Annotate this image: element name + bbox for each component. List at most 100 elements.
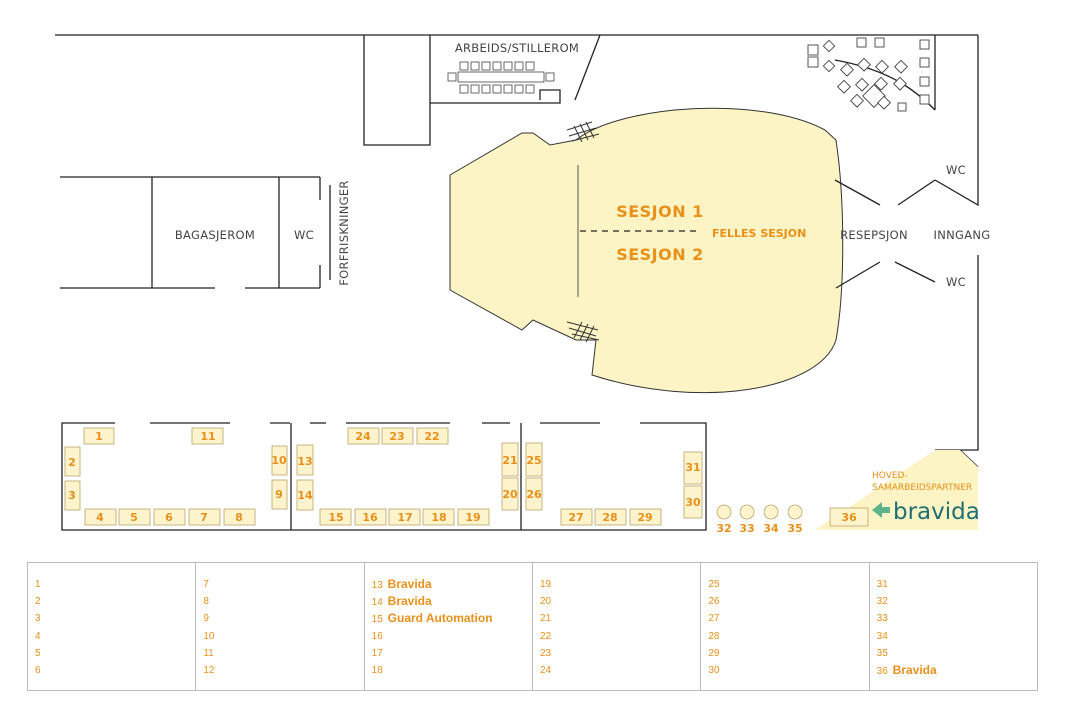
- stairs-top: [566, 121, 600, 143]
- legend-row[interactable]: 35: [877, 645, 1037, 662]
- legend-row[interactable]: 33: [877, 610, 1037, 627]
- stand-32[interactable]: 32: [716, 522, 731, 535]
- legend-stand-number: 28: [708, 630, 720, 642]
- stand-24[interactable]: 24: [355, 430, 371, 443]
- stand-4[interactable]: 4: [96, 511, 104, 524]
- stand-23[interactable]: 23: [389, 430, 404, 443]
- left-rooms: [60, 176, 331, 289]
- label-arbeids: ARBEIDS/STILLEROM: [455, 41, 579, 55]
- legend-stand-number: 8: [203, 596, 209, 608]
- stand-21[interactable]: 21: [502, 454, 517, 467]
- legend-row[interactable]: 4: [35, 628, 195, 645]
- legend-row[interactable]: 21: [540, 610, 700, 627]
- legend-stand-number: 36: [876, 665, 888, 677]
- legend-exhibitor-name: Bravida: [387, 594, 432, 609]
- stand-22[interactable]: 22: [424, 430, 439, 443]
- stand-10[interactable]: 10: [271, 454, 287, 467]
- stand-11[interactable]: 11: [200, 430, 215, 443]
- stand-20[interactable]: 20: [502, 488, 518, 501]
- legend-row[interactable]: 17: [372, 645, 532, 662]
- stand-25[interactable]: 25: [526, 454, 541, 467]
- legend-row[interactable]: 23: [540, 645, 700, 662]
- stand-2[interactable]: 2: [68, 456, 76, 469]
- legend-stand-number: 24: [539, 664, 552, 676]
- legend-stand-number: 2: [35, 596, 41, 608]
- legend-stand-number: 21: [539, 613, 552, 625]
- stand-3[interactable]: 3: [68, 489, 76, 502]
- legend-row[interactable]: 6: [35, 662, 195, 679]
- legend-row[interactable]: 18: [372, 662, 532, 679]
- legend-row[interactable]: 20: [540, 593, 700, 610]
- legend-row[interactable]: 26: [708, 593, 868, 610]
- legend-stand-number: 9: [203, 613, 209, 625]
- legend-row[interactable]: 16: [372, 628, 532, 645]
- legend-stand-number: 23: [539, 647, 552, 659]
- label-wc-top: WC: [946, 163, 966, 177]
- legend-row[interactable]: 10: [203, 628, 363, 645]
- stand-14[interactable]: 14: [297, 489, 313, 502]
- stand-18[interactable]: 18: [431, 511, 446, 524]
- legend-row[interactable]: 2: [35, 593, 195, 610]
- stand-35[interactable]: 35: [787, 522, 802, 535]
- bravida-logo-text: bravida: [893, 499, 980, 525]
- stand-34[interactable]: 34: [763, 522, 779, 535]
- label-felles-sesjon: FELLES SESJON: [712, 227, 806, 240]
- legend-stand-number: 5: [35, 647, 41, 659]
- legend-stand-number: 35: [876, 647, 888, 659]
- stand-6[interactable]: 6: [165, 511, 173, 524]
- legend-stand-number: 29: [708, 647, 720, 659]
- legend-row[interactable]: 32: [877, 593, 1037, 610]
- stand-16[interactable]: 16: [362, 511, 378, 524]
- legend-row[interactable]: 5: [35, 645, 195, 662]
- legend-row[interactable]: 30: [708, 662, 868, 679]
- stand-13[interactable]: 13: [297, 455, 312, 468]
- stand-19[interactable]: 19: [465, 511, 480, 524]
- legend-row[interactable]: 31: [877, 576, 1037, 593]
- lounge-furniture: [807, 37, 930, 112]
- stand-9[interactable]: 9: [275, 488, 283, 501]
- stand-5[interactable]: 5: [130, 511, 138, 524]
- legend-stand-number: 22: [539, 630, 552, 642]
- stand-30[interactable]: 30: [685, 496, 701, 509]
- legend-stand-number: 30: [708, 664, 720, 676]
- legend-row[interactable]: 19: [540, 576, 700, 593]
- legend-row[interactable]: 1: [35, 576, 195, 593]
- legend-row[interactable]: 29: [708, 645, 868, 662]
- legend-row[interactable]: 7: [203, 576, 363, 593]
- legend-row[interactable]: 34: [877, 628, 1037, 645]
- legend-row[interactable]: 9: [203, 610, 363, 627]
- stand-8[interactable]: 8: [235, 511, 243, 524]
- stand-36[interactable]: 36: [841, 511, 857, 524]
- legend-row[interactable]: 27: [708, 610, 868, 627]
- label-bagasjerom: BAGASJEROM: [175, 228, 255, 242]
- legend-row[interactable]: 11: [203, 645, 363, 662]
- stand-7[interactable]: 7: [200, 511, 208, 524]
- legend-row[interactable]: 8: [203, 593, 363, 610]
- stand-17[interactable]: 17: [397, 511, 412, 524]
- legend-row[interactable]: 24: [540, 662, 700, 679]
- stand-29[interactable]: 29: [637, 511, 652, 524]
- legend-row[interactable]: 12: [203, 662, 363, 679]
- stand-1[interactable]: 1: [95, 430, 103, 443]
- stand-26[interactable]: 26: [526, 488, 542, 501]
- stand-31[interactable]: 31: [685, 461, 700, 474]
- legend-row[interactable]: 25: [708, 576, 868, 593]
- partner-label-line2: SAMARBEIDSPARTNER: [872, 483, 972, 493]
- stand-27[interactable]: 27: [568, 511, 583, 524]
- legend-stand-number: 10: [203, 630, 215, 642]
- bravida-logo: bravida: [872, 499, 980, 525]
- stand-15[interactable]: 15: [328, 511, 343, 524]
- stand-28[interactable]: 28: [602, 511, 617, 524]
- legend-row[interactable]: 22: [540, 628, 700, 645]
- legend-stand-number: 7: [203, 579, 209, 590]
- legend-row[interactable]: 3: [35, 610, 195, 627]
- legend-row[interactable]: 28: [708, 628, 868, 645]
- stand-33[interactable]: 33: [739, 522, 754, 535]
